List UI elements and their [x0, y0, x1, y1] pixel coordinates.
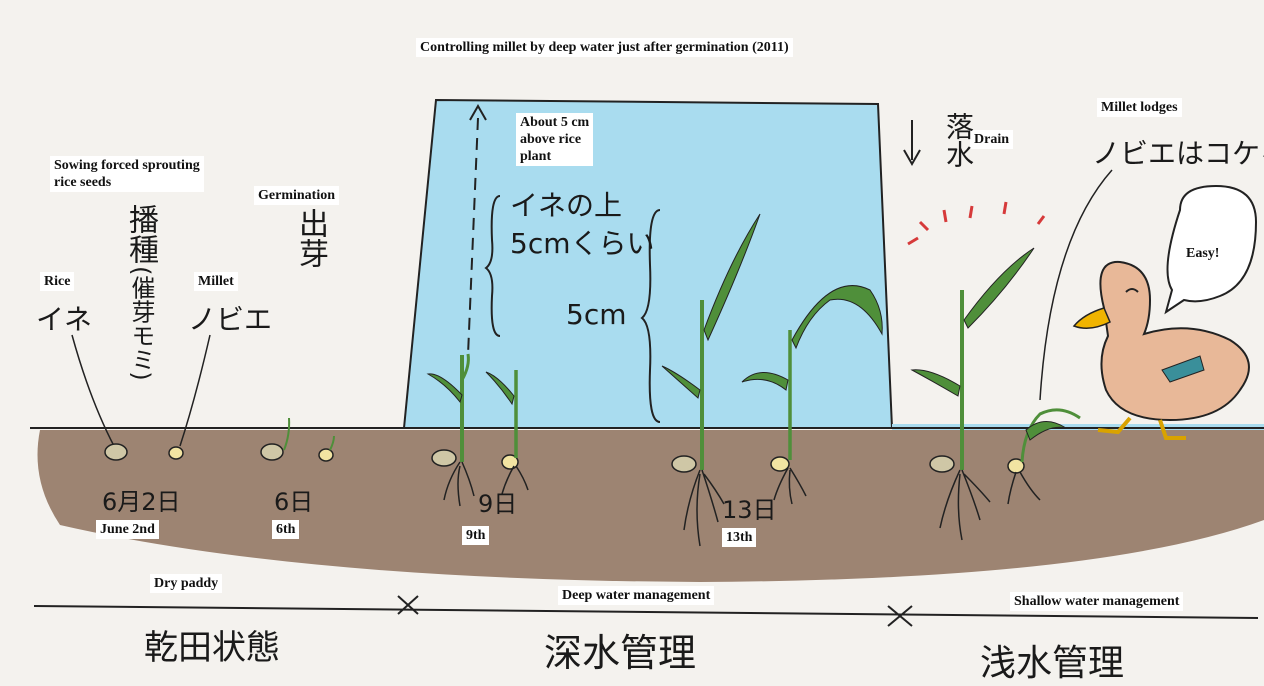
- jp-nobie: ノビエ: [188, 298, 272, 338]
- rice-seed: [105, 444, 127, 460]
- label-millet: Millet: [194, 272, 238, 291]
- label-13th: 13th: [722, 528, 756, 547]
- jp-5cm-kurai: 5cmくらい: [510, 222, 655, 262]
- jp-shutsuga: 出芽: [288, 208, 332, 268]
- jp-rakusui: 落水: [938, 112, 978, 168]
- label-rice: Rice: [40, 272, 74, 291]
- red-spark-marks: [908, 202, 1044, 244]
- label-sowing: Sowing forced sprouting rice seeds: [50, 156, 204, 192]
- label-above-rice: About 5 cm above rice plant: [516, 113, 593, 166]
- soil-layer: [38, 430, 1264, 582]
- jp-hashu: 播種: [118, 204, 162, 264]
- jp-ine: イネ: [36, 298, 92, 338]
- jp-sensui: 浅水管理: [980, 634, 1124, 686]
- label-june-2nd: June 2nd: [96, 520, 159, 539]
- jp-date-4: 13日: [722, 490, 777, 525]
- label-shallow-water: Shallow water management: [1010, 592, 1183, 611]
- jp-saiga: (催芽モミ): [124, 266, 159, 381]
- label-6th: 6th: [272, 520, 299, 539]
- jp-date-1: 6月2日: [102, 482, 181, 517]
- jp-shinsui: 深水管理: [544, 622, 696, 677]
- label-millet-lodges: Millet lodges: [1097, 98, 1182, 117]
- jp-date-3: 9日: [478, 484, 517, 519]
- label-easy: Easy!: [1186, 246, 1219, 262]
- millet-seed-sprouting: [319, 449, 333, 461]
- jp-kanden: 乾田状態: [144, 620, 280, 669]
- timeline-cross-2: [888, 606, 912, 626]
- millet-seed: [169, 447, 183, 459]
- jp-5cm: 5cm: [566, 298, 626, 331]
- label-9th: 9th: [462, 526, 489, 545]
- label-deep-water: Deep water management: [558, 586, 714, 605]
- timeline-cross-1: [398, 596, 418, 614]
- jp-ine-no-ue: イネの上: [510, 184, 622, 224]
- rice-leader-line: [72, 335, 114, 446]
- label-dry-paddy: Dry paddy: [150, 574, 222, 593]
- rice-seed-sprouting: [261, 444, 283, 460]
- jp-date-2: 6日: [274, 482, 313, 517]
- jp-nobie-koke: ノビエはコケる: [1092, 132, 1264, 172]
- label-germination: Germination: [254, 186, 339, 205]
- page-title: Controlling millet by deep water just af…: [416, 38, 793, 57]
- millet-leader-line: [180, 335, 210, 446]
